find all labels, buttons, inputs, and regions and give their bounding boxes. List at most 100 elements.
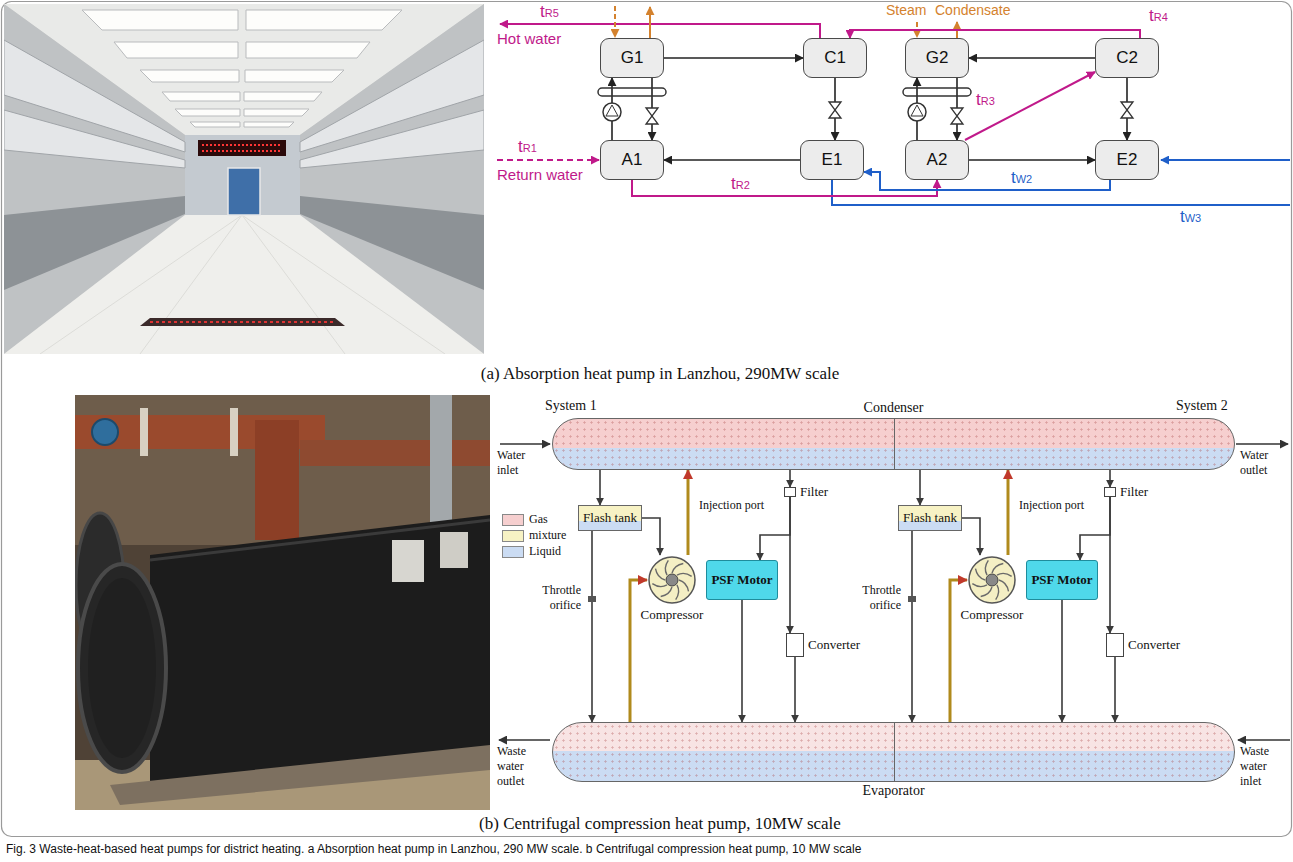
heat-exchanger-band: Condenser (552, 418, 1235, 470)
annotation-label: (b) Centrifugal compression heat pump, 1… (380, 814, 940, 834)
process-box: C1 (803, 38, 867, 78)
node-label: A1 (622, 150, 643, 170)
flow-connector (950, 580, 967, 722)
pump-hall-photo (300, 196, 484, 290)
impeller-blade (679, 580, 689, 591)
legend-row: Gas (502, 512, 548, 527)
annotation-label: tW3 (1180, 207, 1201, 227)
impeller-blade (676, 585, 679, 600)
impeller-blade (996, 585, 999, 600)
node-label: Flash tank (583, 510, 637, 526)
skylight (246, 42, 370, 58)
pump-hall-photo (198, 140, 286, 156)
compressor-unit-photo (230, 408, 238, 456)
flow-connector (630, 580, 647, 722)
node-label: PSF Motor (711, 572, 772, 588)
compressor: Compressor (967, 555, 1017, 605)
flow-connector (794, 657, 796, 722)
orifice-symbol (588, 596, 596, 602)
annotation-label: Waste water outlet (497, 744, 545, 789)
impeller-blade (661, 587, 672, 597)
valve-symbol (951, 108, 963, 124)
converter-box: Converter (1106, 633, 1124, 657)
skylight (82, 10, 238, 30)
process-box: C2 (1095, 38, 1159, 78)
compressor-unit-photo (88, 578, 156, 758)
impeller-blade (975, 569, 985, 580)
motor-box: PSF Motor (1026, 560, 1097, 600)
flow-connector (1109, 497, 1111, 633)
annotation-label: Condensate (935, 2, 1011, 18)
skylight (190, 122, 240, 127)
legend-swatch (502, 546, 524, 558)
node-label: C1 (824, 48, 846, 68)
impeller-hub (666, 574, 678, 586)
flow-connector (969, 159, 1095, 161)
compressor-unit-photo (150, 515, 490, 790)
flow-connector (919, 470, 921, 505)
external-pipe (614, 6, 616, 37)
insulated-pipe (4, 110, 185, 168)
annotation-label: tR5 (540, 2, 559, 22)
skylight (244, 92, 322, 101)
filter-box: Filter (784, 487, 796, 497)
floor-line (140, 215, 242, 354)
node-label: E2 (1117, 150, 1138, 170)
skylight (244, 109, 309, 116)
compressor-unit-photo (78, 564, 166, 772)
insulated-pipe (4, 40, 484, 168)
floor-line (242, 215, 345, 354)
flow-connector (850, 30, 1140, 38)
insulated-pipe (300, 110, 484, 168)
orifice-symbol (908, 596, 916, 602)
pump-hall-photo (4, 196, 185, 290)
compressor-unit-photo (75, 395, 490, 810)
flow-connector (599, 470, 601, 505)
edge-label: tR4 (1148, 6, 1169, 26)
flow-connector (1114, 657, 1116, 722)
pump-hall-photo (185, 135, 300, 215)
flow-connector (664, 57, 803, 59)
heat-exchanger-symbol (598, 88, 666, 96)
flow-connector (962, 518, 980, 555)
annotation-label: Return water (497, 166, 583, 183)
edge-label: Throttle orifice (530, 583, 582, 613)
legend-swatch (502, 514, 524, 526)
flash-tank: Flash tank (898, 505, 962, 531)
part-label: Filter (1120, 484, 1148, 500)
pump-symbol (606, 105, 618, 116)
flow-connector (591, 531, 593, 722)
annotation-label: System 1 (545, 398, 597, 414)
node-label: A2 (927, 150, 948, 170)
external-pipe (499, 739, 550, 741)
node-label: G1 (621, 48, 644, 68)
impeller-blade (655, 569, 665, 580)
flow-connector (864, 172, 1110, 190)
flow-connector (642, 518, 660, 555)
annotation-label: tR1 (518, 137, 537, 157)
filter-box: Filter (1104, 487, 1116, 497)
legend-text: mixture (529, 528, 566, 543)
external-pipe (1161, 159, 1290, 161)
process-box: G1 (600, 38, 664, 78)
skylight (114, 42, 238, 58)
pump-hall-photo (4, 4, 484, 354)
annotation-label: Waste water inlet (1240, 744, 1290, 789)
flow-connector (965, 72, 1095, 140)
pump-hall-photo (150, 321, 335, 323)
impeller-hub (986, 574, 998, 586)
process-box: A2 (905, 140, 969, 180)
impeller-blade (997, 573, 1012, 576)
node-label: E1 (822, 150, 843, 170)
valve-symbol (646, 108, 658, 124)
impeller-blade (665, 560, 668, 575)
pump-hall-photo (4, 4, 484, 354)
edge-label: tR3 (975, 90, 996, 110)
skylight (245, 70, 344, 82)
node-label: Flash tank (903, 510, 957, 526)
impeller-blade (981, 587, 992, 597)
compressor: Compressor (647, 555, 697, 605)
external-pipe (1238, 739, 1290, 741)
